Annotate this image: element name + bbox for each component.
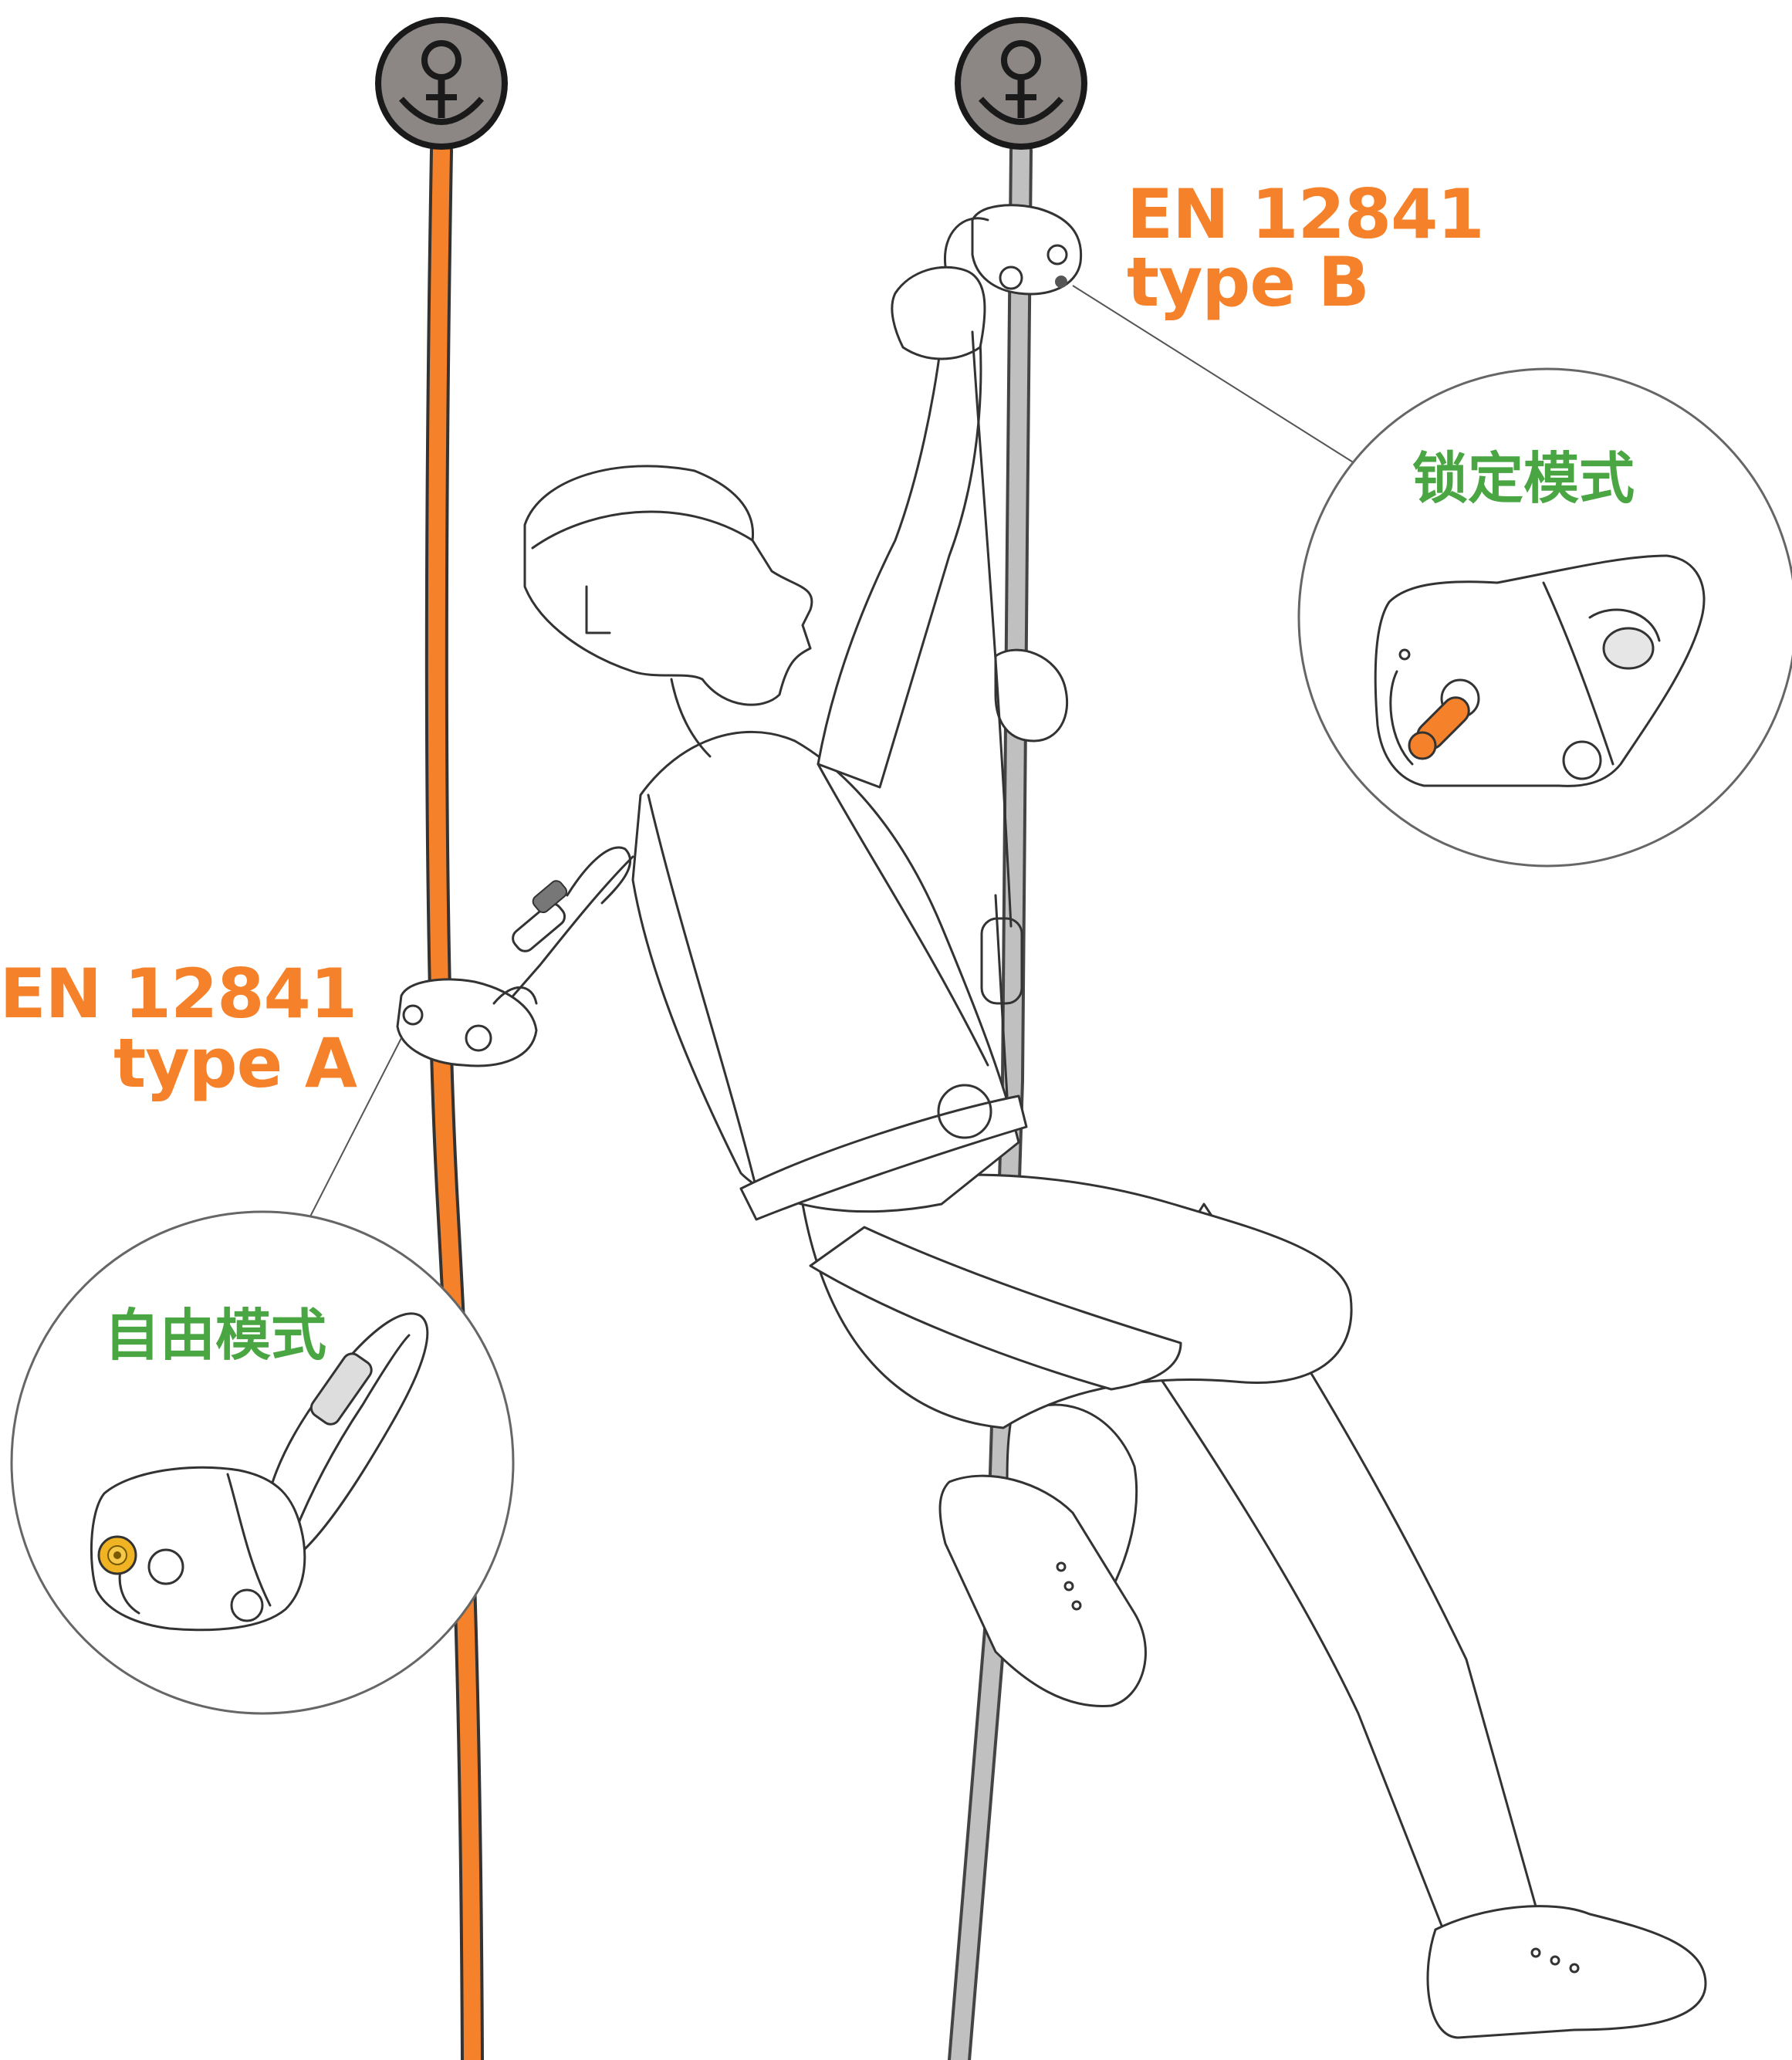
type-a-device (396, 978, 538, 1067)
label-type-a-line1: EN 12841 (0, 954, 357, 1033)
free-mode-cam (97, 1535, 137, 1575)
label-type-b-line2: type B (1127, 242, 1369, 322)
climber-figure (523, 266, 1707, 2039)
locked-mode-cam (1408, 696, 1470, 760)
anchor-icon (375, 17, 508, 150)
label-type-b: EN 12841 type B (1127, 174, 1485, 322)
leader-line-right (1072, 285, 1355, 464)
label-type-a: EN 12841 type A (0, 954, 358, 1103)
right-callout-mode-label: 锁定模式 (1412, 446, 1635, 511)
lanyard (512, 846, 634, 997)
safety-rope (424, 139, 484, 2060)
type-b-device (943, 204, 1083, 296)
left-callout: 自由模式 (10, 1210, 515, 1715)
leader-line-left (308, 1037, 402, 1220)
right-callout: 锁定模式 (1297, 367, 1792, 868)
label-type-b-line1: EN 12841 (1127, 174, 1484, 254)
left-callout-mode-label: 自由模式 (104, 1303, 326, 1368)
label-type-a-line2: type A (113, 1023, 357, 1103)
anchor-icon (955, 17, 1087, 150)
working-rope (948, 139, 1033, 2060)
